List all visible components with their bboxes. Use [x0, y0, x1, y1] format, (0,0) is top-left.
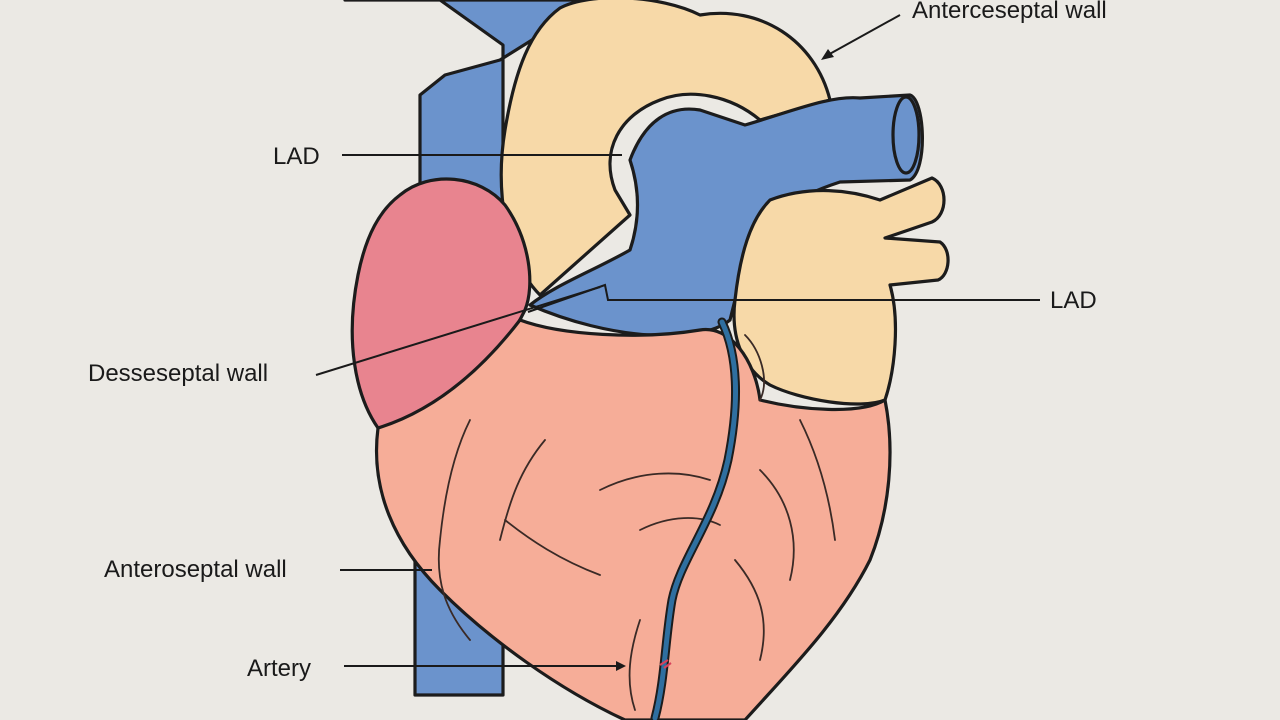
pulmonary-trunk	[528, 93, 924, 338]
label-dessseptal: Desseseptal wall	[88, 360, 268, 387]
leader-top-right	[825, 14, 901, 57]
aortic-arch	[499, 0, 832, 297]
arrowhead-artery	[616, 661, 626, 671]
vein-right-3	[734, 559, 765, 661]
label-lad-right: LAD	[1050, 287, 1097, 314]
arrowhead-top-right	[821, 49, 834, 60]
vessel-opening	[891, 95, 921, 175]
leader-lad-right	[527, 283, 1040, 313]
label-artery: Artery	[247, 655, 311, 682]
ventricle-contour	[744, 334, 765, 401]
vein-left-1	[437, 419, 471, 641]
vein-center-1	[599, 472, 711, 491]
vein-right-2	[759, 469, 795, 581]
vein-center-2	[639, 517, 721, 531]
label-lad-left: LAD	[273, 143, 320, 170]
vein-left-2	[499, 439, 546, 541]
vein-right-1	[799, 419, 836, 541]
vein-bottom	[628, 619, 641, 711]
vein-left-3	[504, 519, 601, 576]
left-atrium	[732, 176, 950, 406]
label-top-right: Anterceseptal wall	[912, 0, 1107, 24]
coronary-artery	[652, 319, 738, 720]
label-anteroseptal: Anteroseptal wall	[104, 556, 287, 583]
artery-accent	[659, 659, 672, 669]
leader-dessseptal	[315, 286, 601, 376]
